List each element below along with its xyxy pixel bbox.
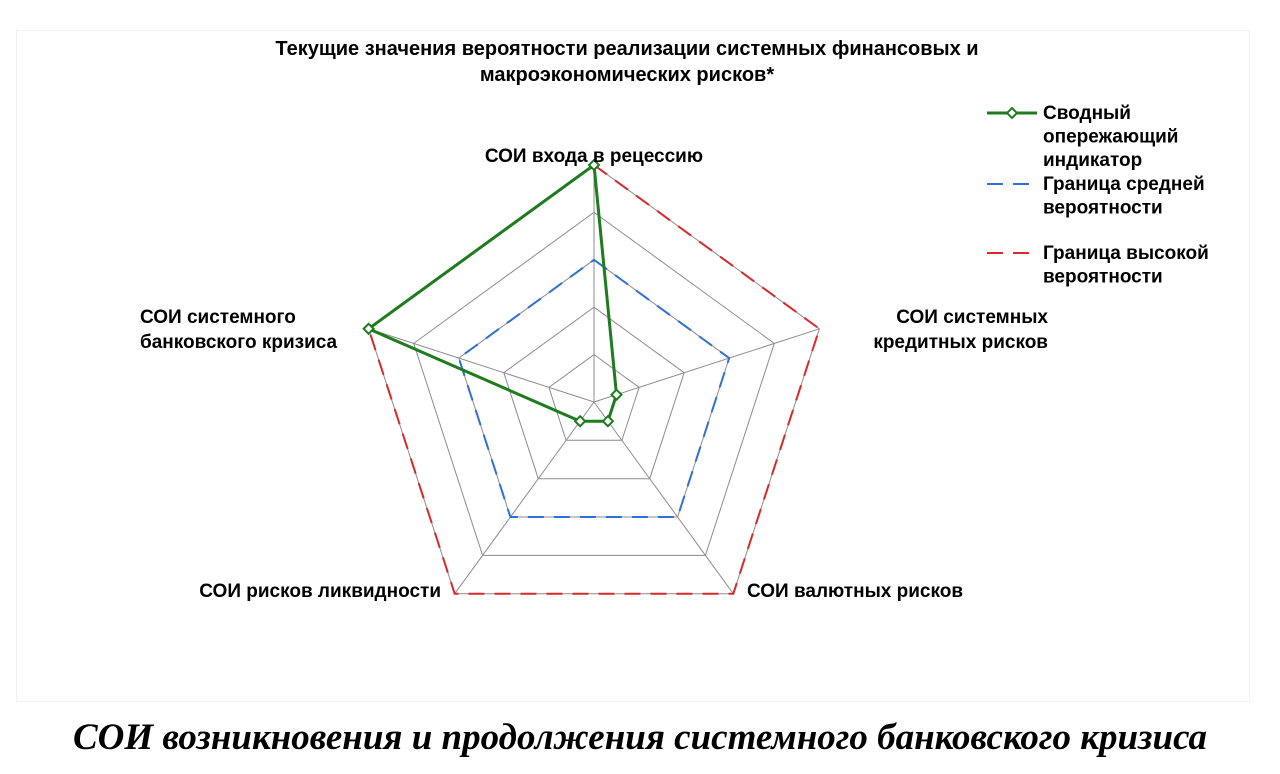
grid-ring-1 [548,353,640,441]
series-1-point-3 [601,414,615,428]
figure-caption: СОИ возникновения и продолжения системно… [72,717,1208,758]
chart-panel: Текущие значения вероятности реализации … [16,30,1250,702]
radar-chart: Текущие значения вероятности реализации … [140,38,1209,602]
title-line-1: Текущие значения вероятности реализации … [275,38,978,60]
series-1-point-1 [587,158,601,172]
legend-label-1-line-2: опережающий [1043,127,1178,148]
series-1-point-2 [610,388,623,402]
axis-label-5-line-2: банковского кризиса [140,332,338,353]
spoke-3 [593,401,734,594]
axis-label-2-line-2: кредитных рисков [873,332,1048,353]
radar-grid [368,164,820,595]
series-1-point-5 [362,322,376,336]
grid-ring-4 [413,211,775,556]
series-layer [362,158,821,595]
series-1-line [365,162,619,423]
legend-label-3-line-1: Граница высокой [1043,243,1209,264]
spoke-5 [368,328,595,403]
legend-marker-1 [1005,106,1019,120]
legend-label-2-line-2: вероятности [1043,198,1163,219]
spoke-4 [454,401,595,594]
legend-label-2-line-1: Граница средней [1043,174,1205,195]
series-1-point-4 [573,414,587,428]
legend-label-3-line-2: вероятности [1043,267,1163,288]
legend-label-1-line-3: индикатор [1043,150,1142,171]
axis-label-3-line-1: СОИ валютных рисков [747,581,963,602]
chart-title: Текущие значения вероятности реализации … [275,38,978,86]
axis-label-1-line-1: СОИ входа в рецессию [485,146,703,167]
spoke-2 [593,328,820,403]
legend-label-1-line-1: Сводный [1043,103,1131,124]
title-line-2: макроэкономических рисков* [480,64,774,86]
series-2-line [457,258,731,518]
axis-label-5-line-1: СОИ системного [140,307,296,328]
grid-ring-2 [503,306,685,480]
axis-label-4-line-1: СОИ рисков ликвидности [199,581,441,602]
axis-label-2-line-1: СОИ системных [896,307,1048,328]
